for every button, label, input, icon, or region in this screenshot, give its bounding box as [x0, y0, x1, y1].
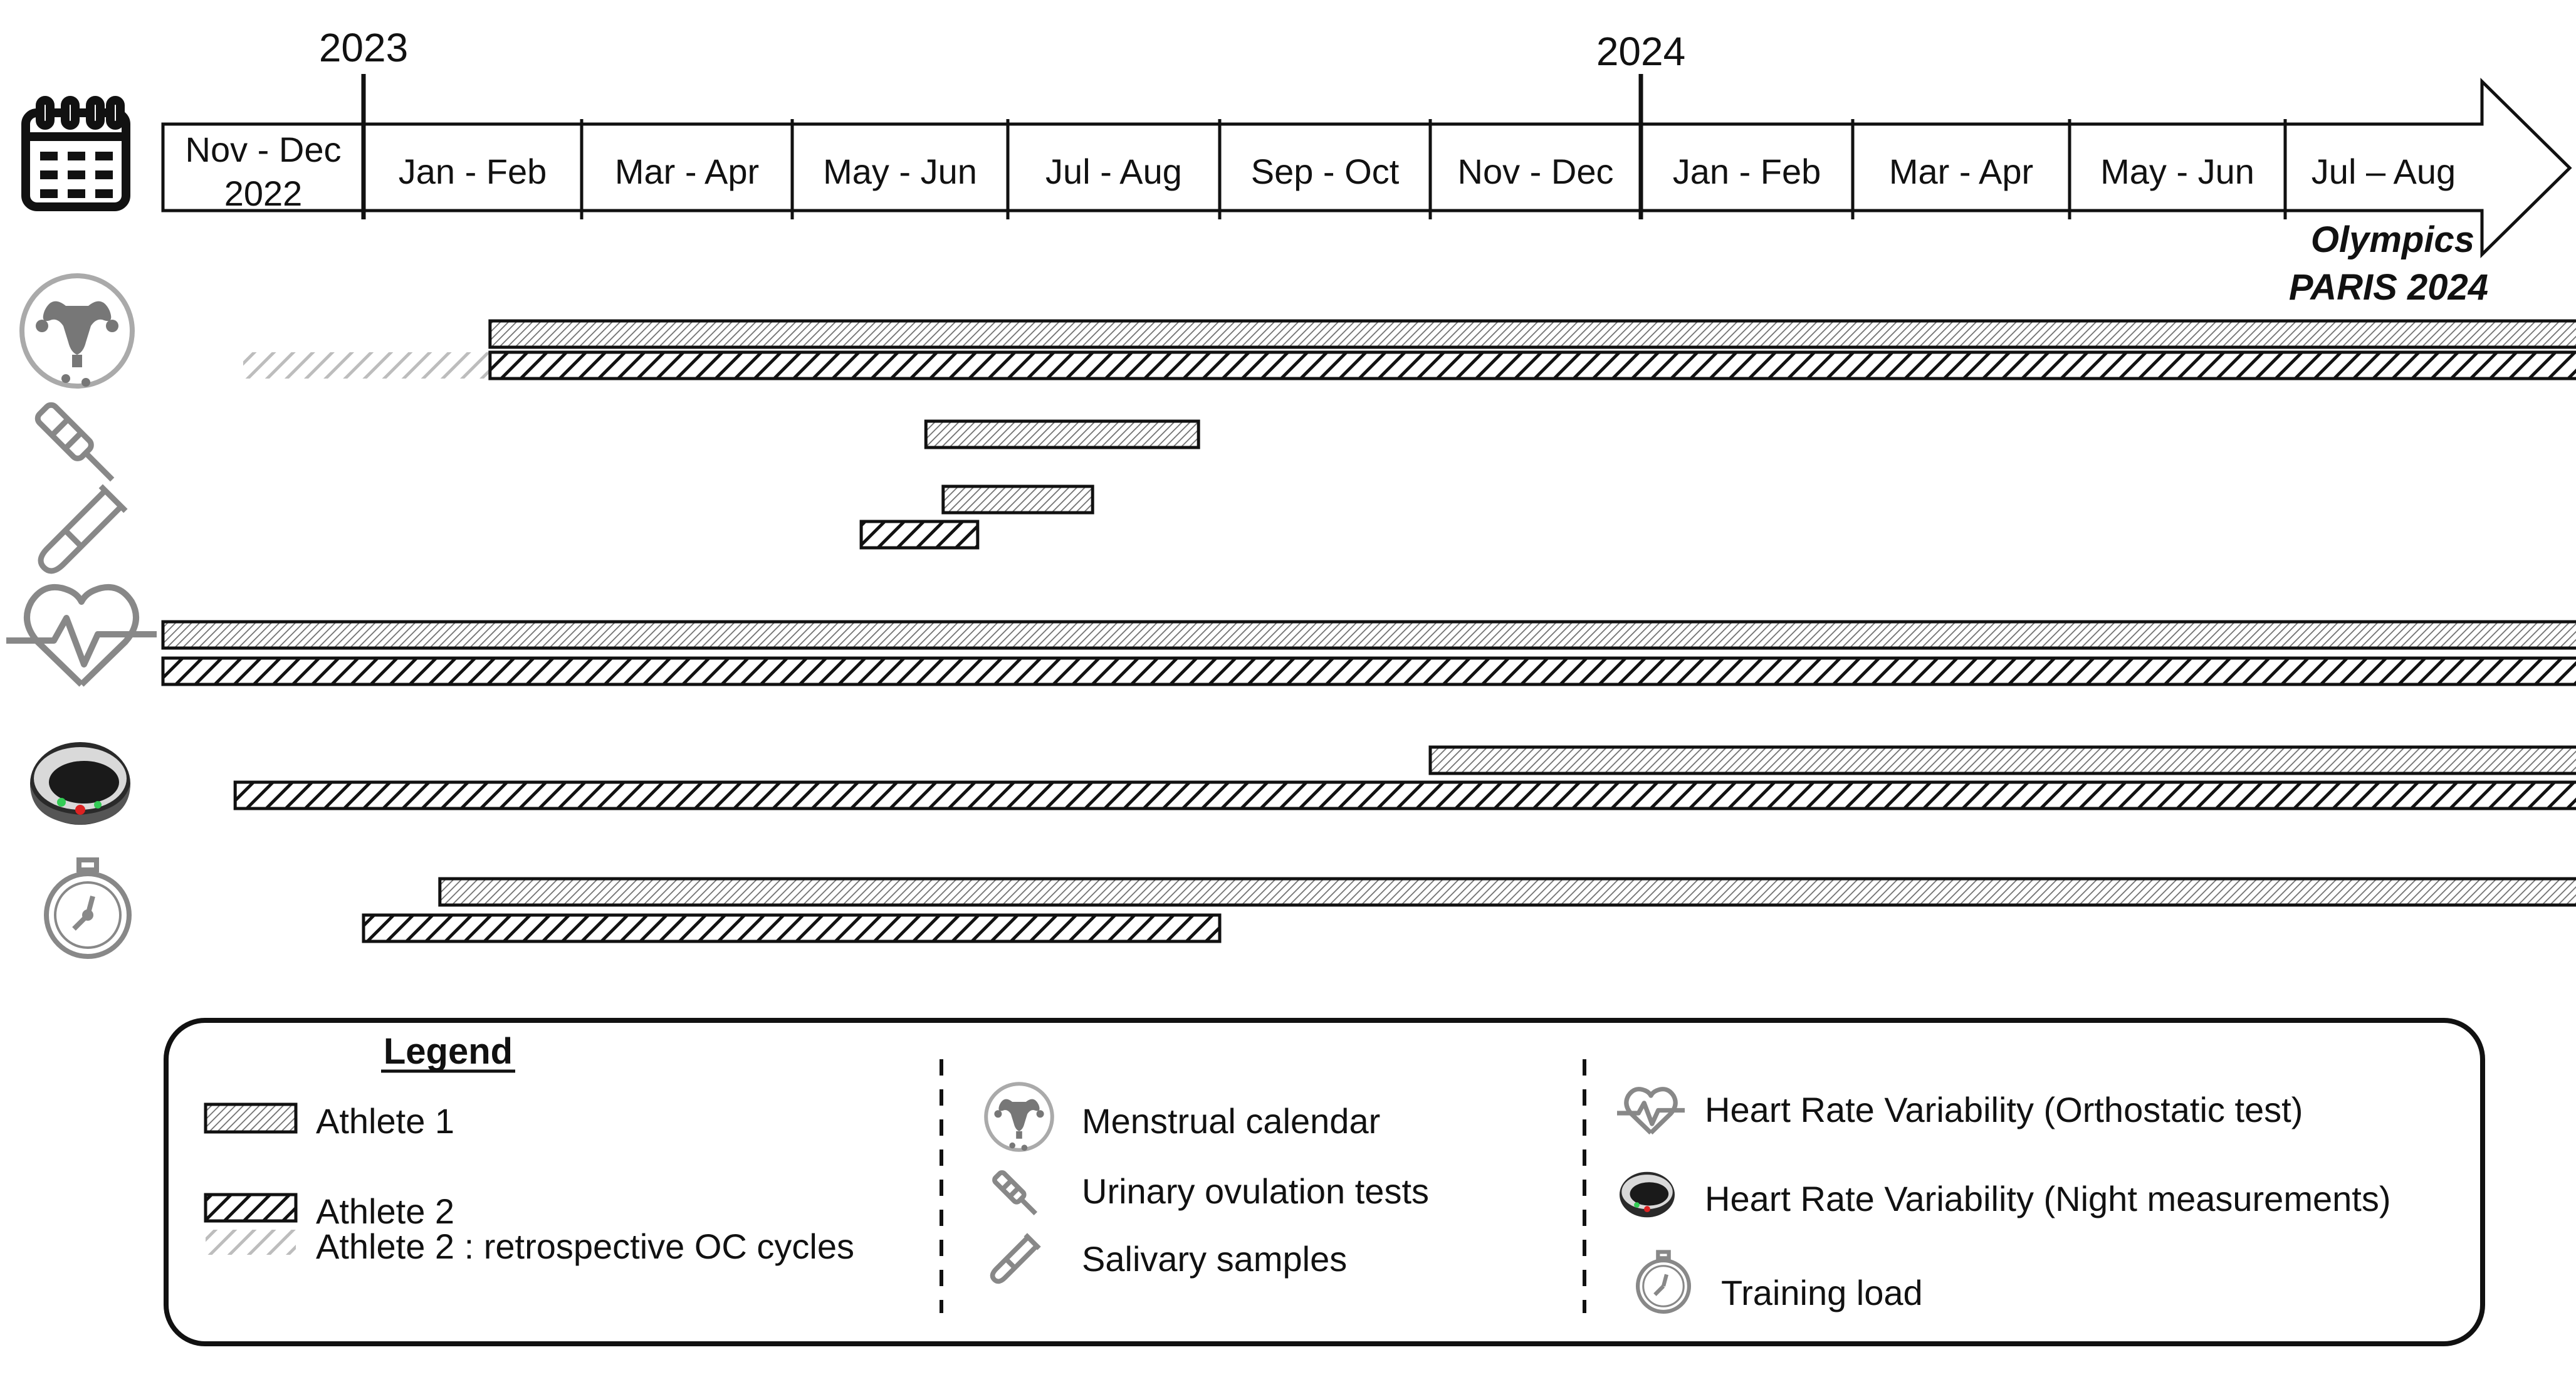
bar-athlete-1 — [924, 419, 1200, 449]
period-labels: Nov - Dec 2022 Jan - Feb Mar - Apr May - Jun… — [186, 130, 2456, 213]
period-label: Nov - Dec — [1458, 152, 1614, 191]
event-label-line2: PARIS 2024 — [2289, 267, 2488, 308]
ovulation-test-icon — [992, 1170, 1038, 1216]
period-label: Jan - Feb — [1673, 152, 1821, 191]
legend-label-athlete-1: Athlete 1 — [316, 1101, 454, 1141]
ring-icon — [30, 742, 130, 825]
period-label: Mar - Apr — [615, 152, 759, 191]
bar-athlete-2 — [233, 780, 2576, 810]
year-label-2023: 2023 — [319, 25, 408, 70]
period-label: Jul – Aug — [2312, 152, 2456, 191]
legend-label-training-load: Training load — [1721, 1273, 1923, 1312]
legend-label-salivary-samples: Salivary samples — [1082, 1239, 1347, 1279]
period-dividers — [361, 74, 2287, 219]
period-label: May - Jun — [2100, 152, 2254, 191]
bar-athlete-1 — [488, 319, 2576, 349]
uterus-icon — [19, 273, 135, 389]
calendar-icon — [21, 96, 130, 211]
ovulation-test-icon — [34, 402, 115, 482]
olympics-label: Olympics PARIS 2024 — [2289, 219, 2488, 308]
year-label-2024: 2024 — [1596, 29, 1685, 74]
timeline-axis — [161, 78, 2572, 258]
measurement-bars — [161, 319, 2576, 943]
saliva-tube-icon — [38, 484, 128, 574]
legend-swatch-athlete-1 — [204, 1102, 298, 1134]
ring-icon — [1620, 1171, 1675, 1218]
heart-rate-icon — [1616, 1087, 1685, 1135]
bar-athlete-2 — [161, 656, 2576, 686]
legend-swatch-retrospective — [206, 1230, 296, 1255]
legend-label-athlete-2: Athlete 2 — [316, 1191, 454, 1231]
bar-athlete-2 — [362, 913, 1222, 943]
period-label: Jul - Aug — [1045, 152, 1182, 191]
year-markers: 2023 2024 — [319, 25, 1685, 74]
bar-row-saliva-tube — [859, 484, 1094, 550]
bar-row-ring — [233, 745, 2576, 810]
bar-athlete-1 — [161, 620, 2576, 650]
bar-athlete-1 — [438, 877, 2576, 907]
stopwatch-icon — [1635, 1250, 1692, 1314]
legend: Legend Athlete 1 Athlete 2 Athlete 2 : r… — [164, 1018, 2485, 1346]
period-label: Mar - Apr — [1889, 152, 2033, 191]
legend-swatch-athlete-2 — [204, 1193, 298, 1223]
period-label: 2022 — [224, 174, 303, 213]
bar-row-ovulation-test — [924, 419, 1200, 449]
row-icons — [6, 273, 157, 959]
bar-athlete-1 — [941, 484, 1094, 515]
legend-label-hrv-orthostatic: Heart Rate Variability (Orthostatic test… — [1705, 1090, 2303, 1129]
legend-label-menstrual-calendar: Menstrual calendar — [1082, 1101, 1380, 1141]
saliva-tube-icon — [990, 1233, 1041, 1284]
bar-athlete-1 — [1428, 745, 2576, 775]
legend-label-ovulation-tests: Urinary ovulation tests — [1082, 1171, 1429, 1211]
bar-row-heart-rate — [161, 620, 2576, 686]
legend-title: Legend — [384, 1031, 513, 1072]
bar-row-uterus — [243, 319, 2576, 380]
period-label: Sep - Oct — [1251, 152, 1400, 191]
period-label: Nov - Dec — [186, 130, 342, 169]
period-label: Jan - Feb — [399, 152, 547, 191]
bar-athlete-2-retrospective-oc-cycles — [243, 352, 490, 379]
bar-athlete-2 — [488, 350, 2576, 380]
heart-rate-icon — [6, 584, 157, 687]
event-label-line1: Olympics — [2311, 219, 2474, 260]
legend-label-hrv-night: Heart Rate Variability (Night measuremen… — [1705, 1179, 2390, 1218]
stopwatch-icon — [44, 857, 132, 959]
bar-athlete-2 — [859, 520, 980, 550]
legend-label-retrospective: Athlete 2 : retrospective OC cycles — [316, 1227, 854, 1266]
bar-row-stopwatch — [362, 877, 2576, 943]
uterus-icon — [984, 1082, 1054, 1152]
period-label: May - Jun — [823, 152, 977, 191]
